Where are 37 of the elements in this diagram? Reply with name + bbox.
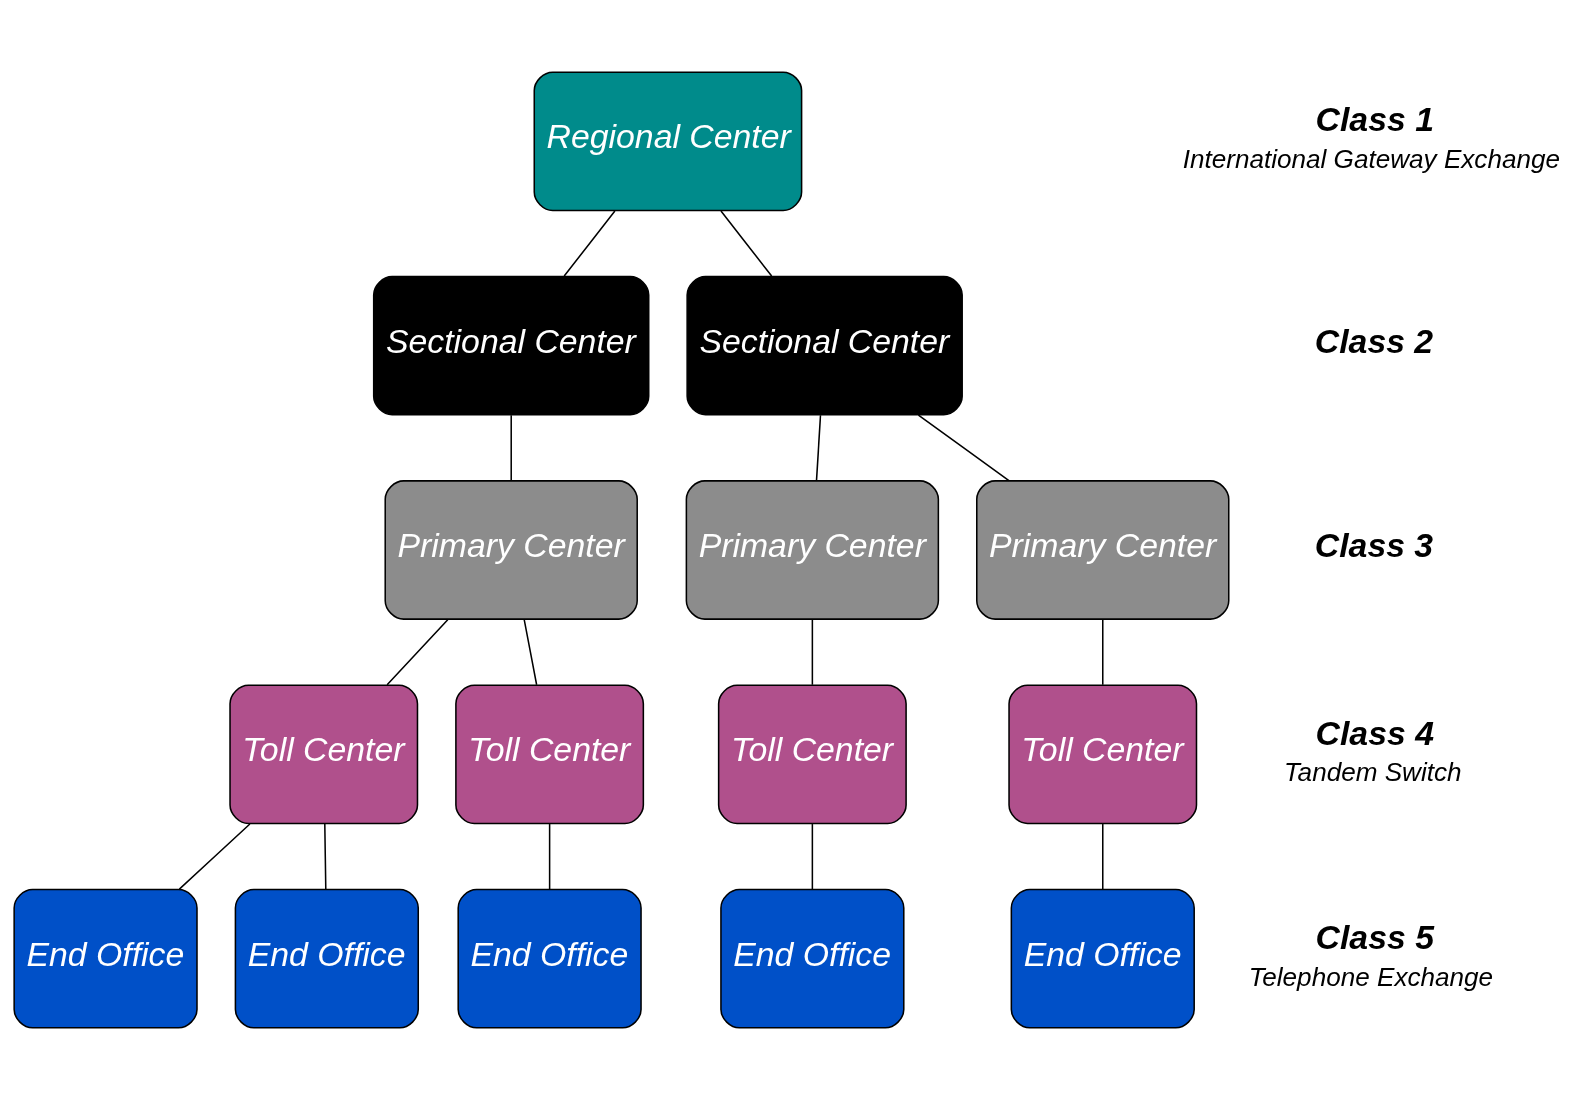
node-box: Toll Center (1008, 684, 1198, 825)
node-box: Toll Center (455, 684, 645, 825)
label: Tandem Switch (1284, 757, 1462, 788)
node-box: Toll Center (229, 684, 419, 825)
label: Class 5 (1315, 917, 1434, 956)
connector (811, 618, 814, 686)
node-box: Sectional Center (686, 275, 963, 416)
connector (1102, 823, 1104, 890)
label: Class 3 (1314, 526, 1434, 565)
node-box: End Office (234, 888, 419, 1029)
connector (563, 210, 616, 277)
node-box: End Office (13, 888, 198, 1029)
node-box: End Office (457, 888, 642, 1029)
label: Class 2 (1314, 321, 1434, 360)
connector (720, 210, 773, 277)
label: Class 1 (1315, 100, 1434, 139)
node-box: Primary Center (976, 480, 1230, 620)
node-box: Toll Center (717, 684, 907, 825)
label: International Gateway Exchange (1182, 144, 1561, 175)
node-box: End Office (1010, 888, 1195, 1029)
node-box: Primary Center (685, 480, 940, 620)
connector (523, 618, 538, 686)
connector (178, 823, 251, 890)
connector (510, 414, 512, 482)
label: Class 4 (1315, 713, 1434, 752)
connector (548, 823, 551, 890)
connector (917, 414, 1010, 482)
connector (811, 823, 814, 890)
node-box: Primary Center (384, 480, 638, 620)
connector (386, 618, 449, 686)
node-box: End Office (720, 888, 905, 1029)
connector (324, 823, 327, 890)
connector (1102, 618, 1104, 686)
label: Telephone Exchange (1248, 961, 1494, 992)
node-box: Sectional Center (372, 275, 650, 416)
connector (815, 414, 822, 482)
node-box: Regional Center (533, 71, 803, 212)
